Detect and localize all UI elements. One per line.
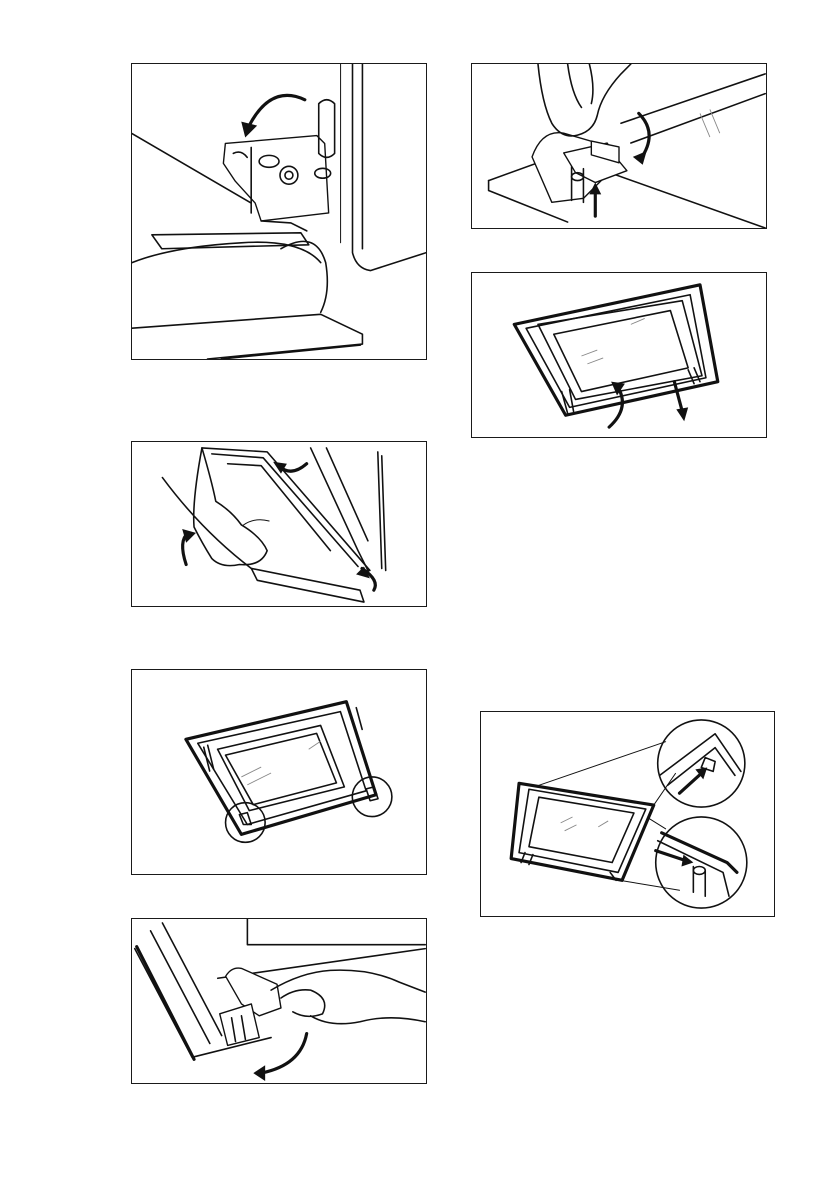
arrow-head-icon	[633, 151, 647, 165]
glass-remove-drawing	[472, 273, 766, 437]
curved-arrow-icon	[249, 95, 305, 125]
glass-reinstall-drawing	[481, 712, 774, 916]
straight-arrow-icon	[679, 773, 701, 793]
cap-release-drawing	[132, 919, 426, 1083]
illustration-glass-panel-reinstall-detail	[480, 711, 775, 917]
hinge-clip-drawing	[472, 64, 766, 228]
illustration-door-cap-release	[131, 918, 427, 1084]
illustration-hinge-clip-press	[471, 63, 767, 229]
door-caps-drawing	[132, 670, 426, 874]
illustration-door-lift-closing	[131, 441, 427, 607]
curved-arrow-icon	[639, 113, 649, 158]
zoom-circle-icon	[658, 720, 745, 807]
arrow-head-icon	[611, 382, 625, 396]
arrow-head-icon	[241, 122, 257, 138]
hinge-lever-drawing	[132, 64, 426, 359]
arrow-head-icon	[253, 1065, 265, 1081]
illustration-hinge-lever-open	[131, 63, 427, 360]
arrow-head-icon	[676, 407, 688, 421]
illustration-glass-panel-remove	[471, 272, 767, 438]
curved-arrow-icon	[261, 1034, 306, 1074]
illustration-door-caps-circled	[131, 669, 427, 875]
door-lift-drawing	[132, 442, 426, 606]
straight-arrow-icon	[674, 382, 682, 412]
